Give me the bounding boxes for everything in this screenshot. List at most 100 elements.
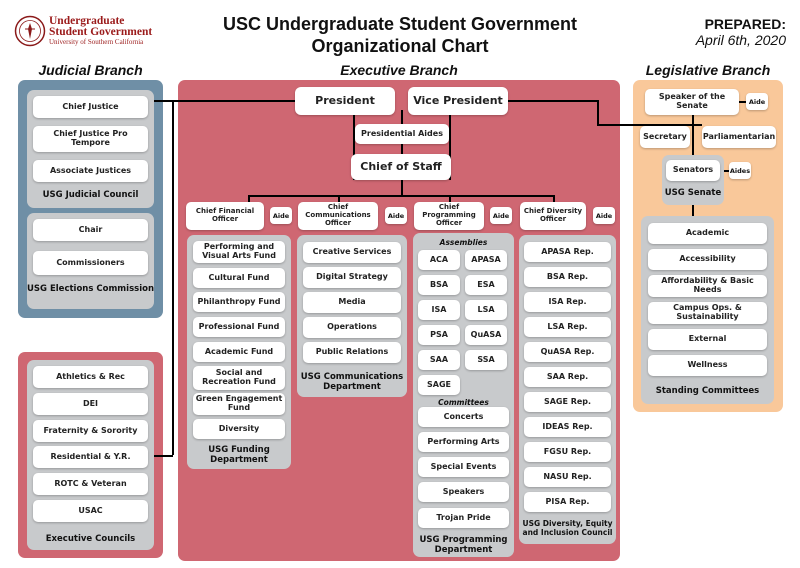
standing-committee-item[interactable]: Wellness — [648, 355, 767, 376]
speaker-box[interactable]: Speaker of the Senate — [645, 89, 739, 115]
secretary-box[interactable]: Secretary — [640, 126, 690, 148]
exec-council-item[interactable]: DEI — [33, 393, 148, 415]
committee-item[interactable]: Trojan Pride — [418, 508, 509, 528]
logo-line3: University of Southern California — [49, 38, 144, 46]
prepared-date: April 6th, 2020 — [695, 32, 786, 48]
committee-item[interactable]: Special Events — [418, 457, 509, 477]
communications-title: USG Communications Department — [300, 372, 404, 392]
connector — [449, 195, 451, 207]
diversity-item[interactable]: PISA Rep. — [524, 492, 611, 512]
funding-item[interactable]: Diversity — [193, 419, 285, 439]
diversity-item[interactable]: SAGE Rep. — [524, 392, 611, 412]
chief-justice-pro-tempore-box[interactable]: Chief Justice Pro Tempore — [33, 126, 148, 152]
connector — [401, 178, 403, 195]
senators-box[interactable]: Senators — [666, 160, 720, 181]
standing-committee-item[interactable]: Accessibility — [648, 249, 767, 270]
cdo-box[interactable]: Chief Diversity Officer — [520, 202, 586, 230]
funding-item[interactable]: Professional Fund — [193, 317, 285, 337]
communications-item[interactable]: Public Relations — [303, 342, 401, 363]
vice-president-box[interactable]: Vice President — [408, 87, 508, 115]
assemblies-label: Assemblies — [439, 238, 488, 247]
diversity-item[interactable]: LSA Rep. — [524, 317, 611, 337]
assembly-item[interactable]: ISA — [418, 300, 460, 320]
funding-item[interactable]: Social and Recreation Fund — [193, 366, 285, 390]
exec-council-item[interactable]: ROTC & Veteran — [33, 473, 148, 495]
cfo-box[interactable]: Chief Financial Officer — [186, 202, 264, 230]
seal-icon — [14, 15, 46, 47]
associate-justices-box[interactable]: Associate Justices — [33, 160, 148, 182]
assembly-item[interactable]: SAA — [418, 350, 460, 370]
president-box[interactable]: President — [295, 87, 395, 115]
communications-item[interactable]: Digital Strategy — [303, 267, 401, 288]
cco-box[interactable]: Chief Communications Officer — [298, 202, 378, 230]
assembly-item[interactable]: APASA — [465, 250, 507, 270]
programming-title: USG Programming Department — [419, 535, 508, 555]
standing-committee-item[interactable]: Campus Ops. & Sustainability — [648, 302, 767, 324]
assembly-item[interactable]: ESA — [465, 275, 507, 295]
assembly-item[interactable]: SAGE — [418, 375, 460, 395]
title-line2: Organizational Chart — [311, 35, 489, 56]
diversity-item[interactable]: NASU Rep. — [524, 467, 611, 487]
chief-of-staff-box[interactable]: Chief of Staff — [351, 154, 451, 180]
diversity-item[interactable]: APASA Rep. — [524, 242, 611, 262]
cpo-aide[interactable]: Aide — [490, 207, 512, 224]
connector — [692, 113, 694, 124]
cpo-box[interactable]: Chief Programming Officer — [414, 202, 484, 230]
standing-committee-item[interactable]: External — [648, 329, 767, 350]
assembly-item[interactable]: BSA — [418, 275, 460, 295]
exec-council-item[interactable]: Residential & Y.R. — [33, 446, 148, 468]
page-title: USC Undergraduate Student Government Org… — [200, 14, 600, 57]
connector — [172, 100, 174, 455]
judicial-branch-title: Judicial Branch — [38, 62, 143, 78]
standing-committee-item[interactable]: Academic — [648, 223, 767, 244]
funding-item[interactable]: Performing and Visual Arts Fund — [193, 241, 285, 263]
chair-box[interactable]: Chair — [33, 219, 148, 241]
commissioners-box[interactable]: Commissioners — [33, 251, 148, 275]
communications-item[interactable]: Media — [303, 292, 401, 313]
exec-council-item[interactable]: Fraternity & Sorority — [33, 420, 148, 442]
cco-aide[interactable]: Aide — [385, 207, 407, 224]
speaker-aide[interactable]: Aide — [746, 93, 768, 110]
funding-item[interactable]: Philanthropy Fund — [193, 292, 285, 312]
prepared-label: PREPARED: — [704, 16, 786, 32]
connector — [692, 204, 694, 219]
assembly-item[interactable]: SSA — [465, 350, 507, 370]
communications-item[interactable]: Operations — [303, 317, 401, 338]
diversity-item[interactable]: SAA Rep. — [524, 367, 611, 387]
funding-item[interactable]: Academic Fund — [193, 342, 285, 362]
presidential-aides-box[interactable]: Presidential Aides — [355, 124, 449, 144]
funding-item[interactable]: Green Engagement Fund — [193, 393, 285, 415]
funding-item[interactable]: Cultural Fund — [193, 268, 285, 288]
exec-council-item[interactable]: USAC — [33, 500, 148, 522]
connector — [248, 195, 250, 207]
committee-item[interactable]: Concerts — [418, 407, 509, 427]
committee-item[interactable]: Performing Arts — [418, 432, 509, 452]
assembly-item[interactable]: ACA — [418, 250, 460, 270]
chief-justice-box[interactable]: Chief Justice — [33, 96, 148, 118]
cdo-aide[interactable]: Aide — [593, 207, 615, 224]
connector — [507, 100, 597, 102]
exec-councils-title: Executive Councils — [45, 534, 136, 544]
diversity-item[interactable]: IDEAS Rep. — [524, 417, 611, 437]
diversity-item[interactable]: BSA Rep. — [524, 267, 611, 287]
standing-committee-item[interactable]: Affordability & Basic Needs — [648, 275, 767, 297]
executive-branch-title: Executive Branch — [340, 62, 458, 78]
diversity-item[interactable]: FGSU Rep. — [524, 442, 611, 462]
parliamentarian-box[interactable]: Parliamentarian — [702, 126, 776, 148]
diversity-item[interactable]: QuASA Rep. — [524, 342, 611, 362]
assembly-item[interactable]: LSA — [465, 300, 507, 320]
connector — [152, 455, 173, 457]
connector — [152, 100, 297, 102]
legislative-branch-title: Legislative Branch — [645, 62, 771, 78]
communications-item[interactable]: Creative Services — [303, 242, 401, 263]
assembly-item[interactable]: PSA — [418, 325, 460, 345]
connector — [353, 110, 355, 180]
connector — [692, 124, 694, 156]
senators-aides[interactable]: Aides — [729, 162, 751, 179]
cfo-aide[interactable]: Aide — [270, 207, 292, 224]
exec-council-item[interactable]: Athletics & Rec — [33, 366, 148, 388]
assembly-item[interactable]: QuASA — [465, 325, 507, 345]
logo-line1: Undergraduate — [49, 15, 125, 27]
committee-item[interactable]: Speakers — [418, 482, 509, 502]
diversity-item[interactable]: ISA Rep. — [524, 292, 611, 312]
